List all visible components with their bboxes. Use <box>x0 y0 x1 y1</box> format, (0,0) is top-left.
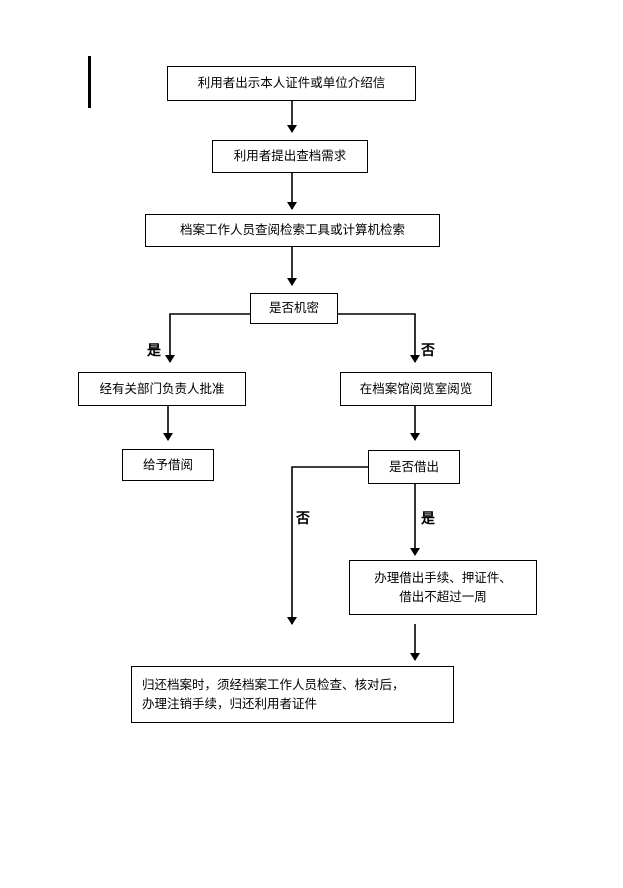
node-grant-borrow: 给予借阅 <box>122 449 214 481</box>
label-no-confidential: 否 <box>421 343 435 359</box>
node-is-borrowed: 是否借出 <box>368 450 460 484</box>
arrow-decision1-no <box>338 313 420 363</box>
node-show-id: 利用者出示本人证件或单位介绍信 <box>167 66 416 101</box>
arrow-decision1-yes <box>165 313 250 363</box>
label-no-borrow: 否 <box>296 511 310 527</box>
node-is-confidential: 是否机密 <box>250 293 338 324</box>
node-borrow-procedure: 办理借出手续、押证件、 借出不超过一周 <box>349 560 537 615</box>
node-request-archive: 利用者提出查档需求 <box>212 140 368 173</box>
node-approval: 经有关部门负责人批准 <box>78 372 246 406</box>
arrow-decision2-no <box>287 466 368 625</box>
node-return-archive: 归还档案时，须经档案工作人员检查、核对后， 办理注销手续，归还利用者证件 <box>131 666 454 723</box>
node-staff-search: 档案工作人员查阅检索工具或计算机检索 <box>145 214 440 247</box>
label-yes-confidential: 是 <box>147 343 161 359</box>
margin-bar <box>88 56 91 108</box>
node-reading-room: 在档案馆阅览室阅览 <box>340 372 492 406</box>
label-yes-borrow: 是 <box>421 511 435 527</box>
